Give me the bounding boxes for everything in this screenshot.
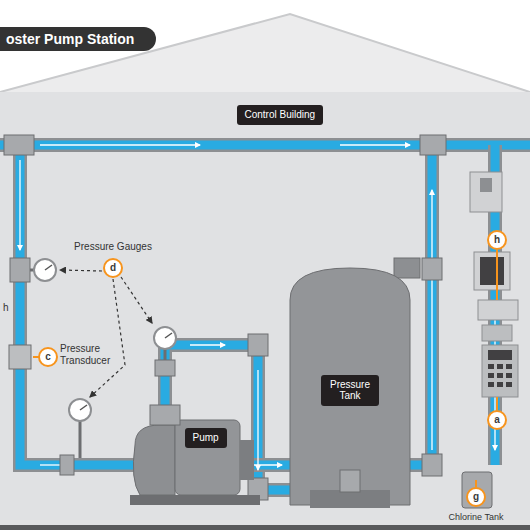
- callout-letter: d: [103, 258, 123, 278]
- tank-base: [310, 490, 390, 508]
- cut-label: h: [3, 302, 9, 314]
- floor: [0, 525, 530, 530]
- pump-label: Pump: [185, 428, 227, 448]
- node-text: Pump: [193, 432, 219, 444]
- tank-label: Pressure Tank: [321, 375, 379, 406]
- pressure-gauges: [30, 259, 176, 458]
- pressure-tank: [290, 268, 410, 505]
- pipes: [0, 145, 530, 490]
- tank-fitting: [340, 470, 360, 492]
- callout-letter: g: [466, 487, 486, 507]
- node-text: Control Building: [245, 109, 316, 121]
- building-label: Control Building: [237, 105, 324, 125]
- callout-letter: a: [487, 410, 507, 430]
- callout-arrows: [60, 270, 152, 397]
- chlorination-equipment: [33, 172, 518, 508]
- pump-unit: [130, 405, 260, 505]
- transducer-label: Pressure Transducer: [60, 343, 116, 367]
- callout-letter: h: [487, 230, 507, 250]
- title-tab: oster Pump Station: [0, 27, 156, 51]
- node-text: Pressure Tank: [329, 379, 371, 402]
- building-wall: [0, 92, 530, 526]
- callout-letter: c: [38, 347, 58, 367]
- gauges-label: Pressure Gauges: [74, 241, 152, 253]
- building-roof: [0, 14, 530, 530]
- tank-caption: Chlorine Tank: [449, 512, 504, 523]
